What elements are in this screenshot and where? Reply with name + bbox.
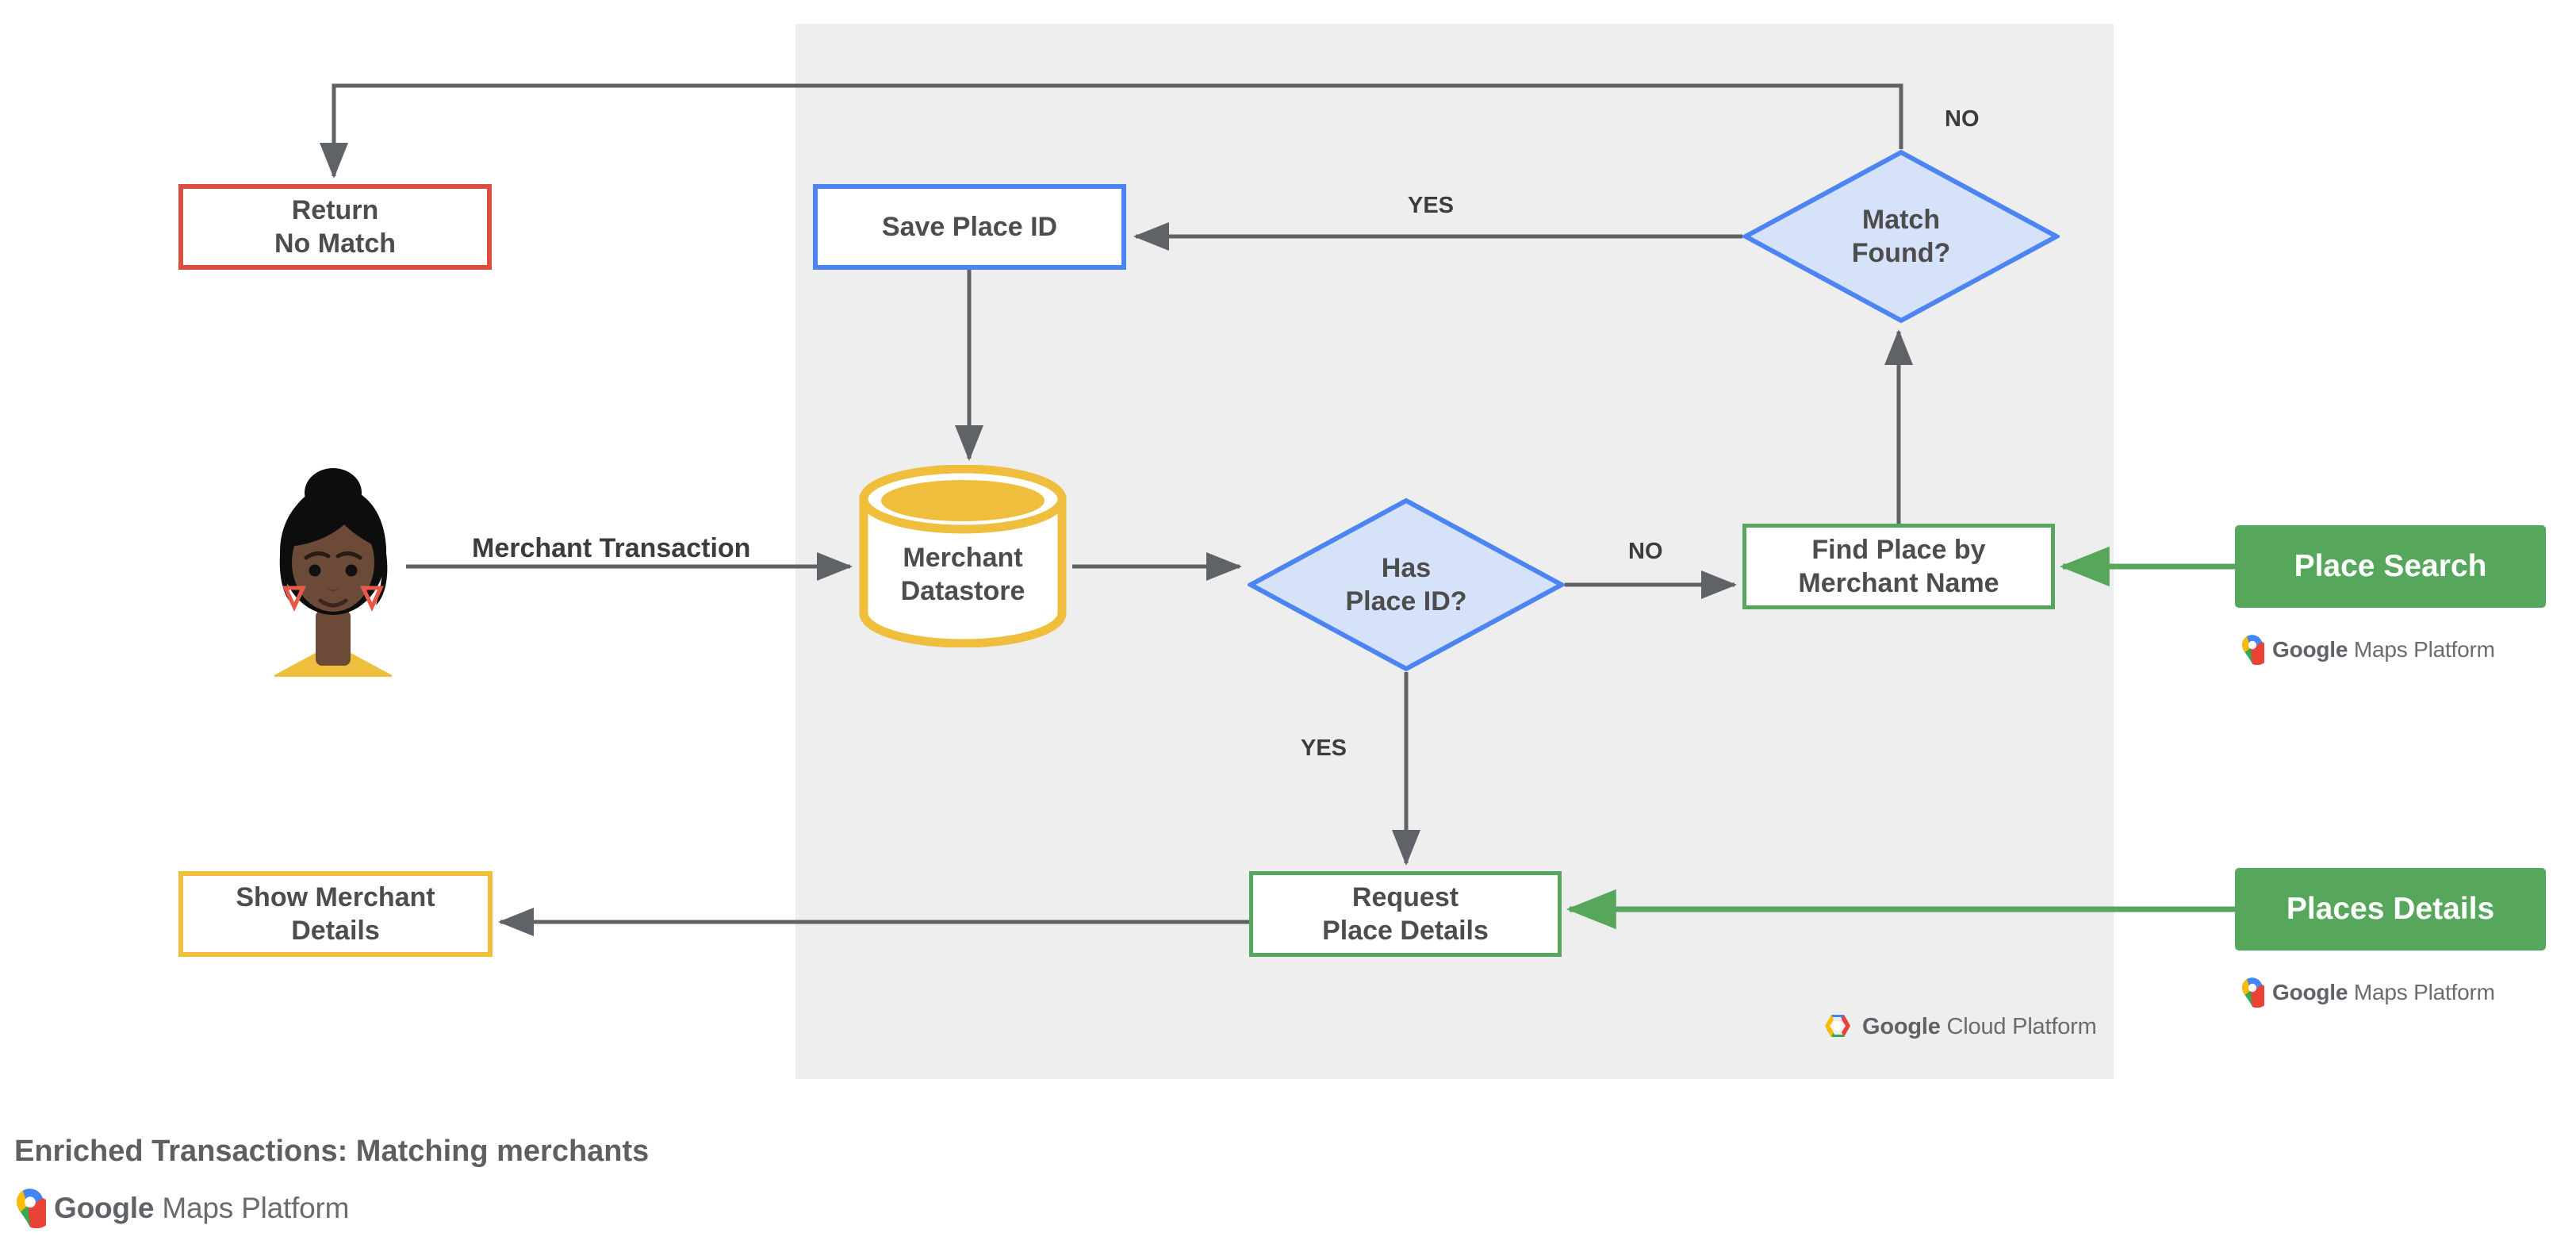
google-maps-platform-lockup-footer: Google Maps Platform xyxy=(14,1189,349,1228)
edge-label-yes-has-place-id: YES xyxy=(1301,735,1347,761)
brand-cloud-platform: Cloud Platform xyxy=(1946,1013,2097,1039)
brand-maps-platform: Maps Platform xyxy=(2353,637,2495,662)
brand-maps-platform: Maps Platform xyxy=(2353,980,2495,1004)
google-cloud-hexagon-icon xyxy=(1825,1015,1850,1037)
edge-label-no-match-found: NO xyxy=(1945,106,1980,132)
node-return-no-match-label: Return No Match xyxy=(274,194,396,259)
node-show-merchant-details[interactable]: Show Merchant Details xyxy=(178,871,493,957)
node-places-details[interactable]: Places Details xyxy=(2235,868,2546,951)
node-places-details-label: Places Details xyxy=(2286,891,2495,926)
google-maps-platform-text: Google Maps Platform xyxy=(54,1192,349,1225)
google-maps-platform-text: Google Maps Platform xyxy=(2272,980,2495,1005)
brand-google: Google xyxy=(2272,637,2348,662)
google-maps-pin-icon xyxy=(2242,977,2264,1008)
google-maps-pin-icon xyxy=(2242,635,2264,665)
node-save-place-id-label: Save Place ID xyxy=(881,211,1058,242)
brand-google: Google xyxy=(54,1192,155,1224)
google-cloud-platform-lockup: Google Cloud Platform xyxy=(1823,1013,2097,1040)
node-merchant-datastore-label: Merchant Datastore xyxy=(900,542,1025,607)
node-find-place-by-merchant-name[interactable]: Find Place by Merchant Name xyxy=(1742,524,2055,609)
diamond-shape-icon xyxy=(1742,149,2060,324)
node-merchant-datastore[interactable]: Merchant Datastore xyxy=(858,465,1068,647)
node-has-place-id[interactable]: Has Place ID? xyxy=(1248,497,1565,672)
node-place-search-label: Place Search xyxy=(2294,548,2487,583)
edge-label-no-has-place-id: NO xyxy=(1628,539,1663,564)
google-maps-platform-lockup-places-details: Google Maps Platform xyxy=(2241,977,2495,1008)
edge-label-yes-match-found: YES xyxy=(1408,193,1455,218)
node-has-place-id-label: Has Place ID? xyxy=(1345,552,1467,617)
node-match-found-label: Match Found? xyxy=(1851,204,1951,269)
brand-google: Google xyxy=(1862,1013,1941,1039)
person-avatar-icon xyxy=(274,468,392,677)
node-find-place-by-merchant-name-label: Find Place by Merchant Name xyxy=(1798,534,1999,599)
database-cylinder-icon xyxy=(859,465,1067,647)
node-match-found[interactable]: Match Found? xyxy=(1742,149,2060,324)
node-save-place-id[interactable]: Save Place ID xyxy=(813,184,1126,270)
node-request-place-details-label: Request Place Details xyxy=(1322,881,1489,947)
page-title: Enriched Transactions: Matching merchant… xyxy=(14,1135,650,1168)
brand-google: Google xyxy=(2272,980,2348,1004)
google-maps-platform-lockup-place-search: Google Maps Platform xyxy=(2241,635,2495,665)
node-show-merchant-details-label: Show Merchant Details xyxy=(236,881,435,947)
user-avatar xyxy=(262,463,404,677)
google-maps-pin-icon xyxy=(16,1189,46,1228)
node-return-no-match[interactable]: Return No Match xyxy=(178,184,492,270)
edge-label-merchant-transaction: Merchant Transaction xyxy=(472,533,751,563)
brand-maps-platform: Maps Platform xyxy=(162,1192,350,1224)
diamond-shape-icon xyxy=(1248,497,1565,672)
node-request-place-details[interactable]: Request Place Details xyxy=(1249,871,1562,957)
google-maps-platform-text: Google Maps Platform xyxy=(2272,637,2495,662)
google-cloud-platform-text: Google Cloud Platform xyxy=(1862,1014,2097,1040)
node-place-search[interactable]: Place Search xyxy=(2235,525,2546,608)
